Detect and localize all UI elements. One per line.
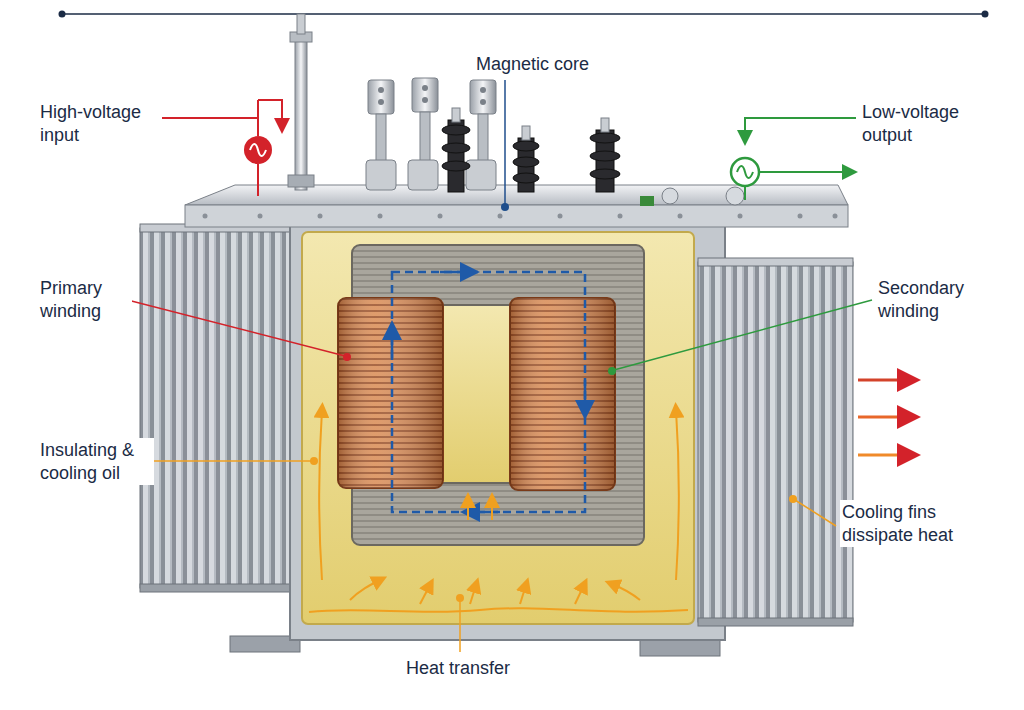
part-label: Primary winding [38, 276, 132, 323]
part-label: Heat transfer [404, 656, 512, 681]
input-label: High-voltage input [38, 100, 160, 147]
part-label: Magnetic core [474, 52, 591, 77]
part-label: Secondary winding [876, 276, 984, 323]
output-label: Low-voltage output [860, 100, 982, 147]
part-label: Cooling fins dissipate heat [840, 500, 974, 547]
part-label: Insulating & cooling oil [38, 438, 154, 485]
